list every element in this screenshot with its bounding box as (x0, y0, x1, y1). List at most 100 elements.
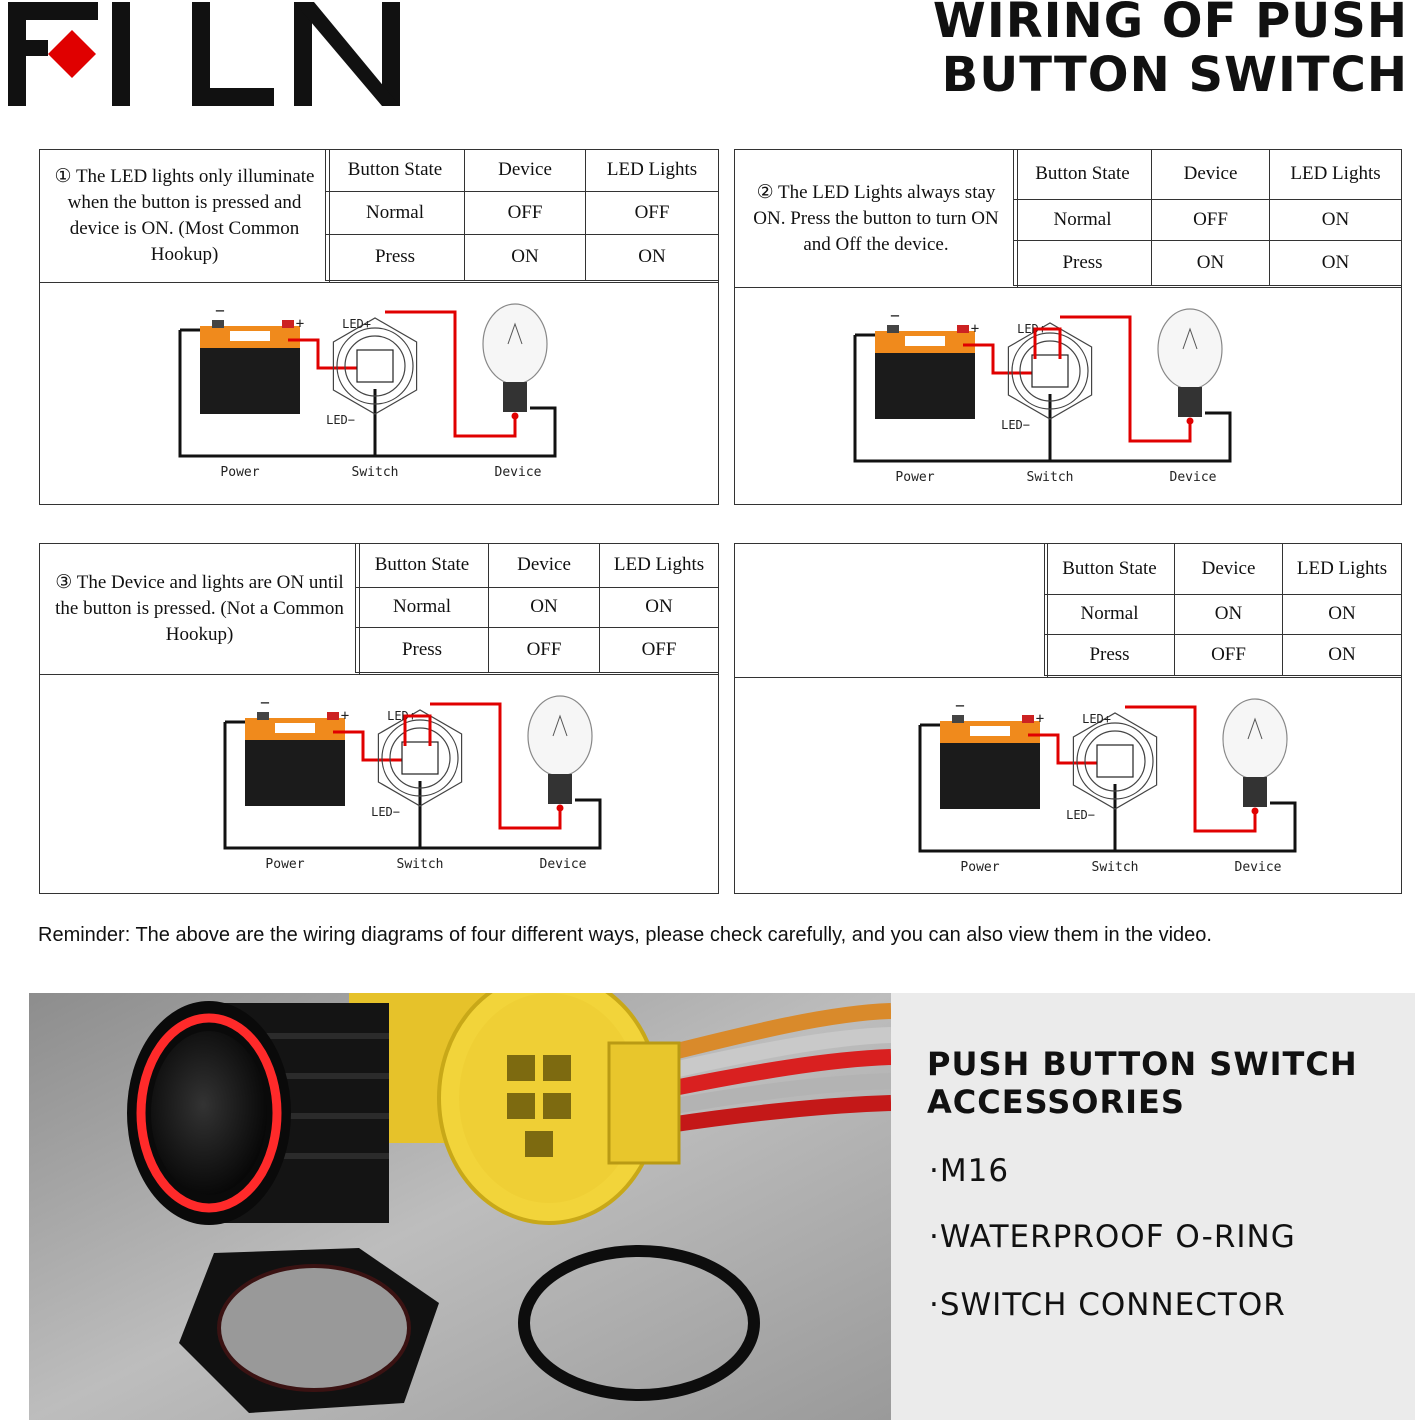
bulb-terminal (511, 412, 519, 420)
header-device: Device (464, 150, 586, 192)
header-device: Device (1174, 544, 1283, 595)
wiring-panel-1: ① The LED lights only illuminate when th… (39, 149, 719, 505)
panel-divider (735, 287, 1401, 288)
led-plus-label: LED+ (387, 709, 416, 723)
header-led-lights: LED Lights (585, 150, 718, 192)
reminder-text: Reminder: The above are the wiring diagr… (38, 924, 1212, 946)
bulb-terminal (1251, 807, 1259, 815)
normal-device-value: OFF (1151, 199, 1270, 241)
bulb-glass (1222, 698, 1288, 780)
led-plus-label: LED+ (342, 317, 371, 331)
row-normal-label: Normal (1013, 199, 1152, 241)
led-minus-label: LED− (326, 413, 355, 427)
device-wire (385, 310, 517, 438)
row-normal-label: Normal (1044, 594, 1175, 635)
bulb-glass (527, 695, 593, 777)
switch-label: Switch (397, 857, 444, 872)
switch-ring-inner (389, 727, 451, 789)
switch-label: Switch (1027, 470, 1074, 485)
hex-nut (179, 1248, 439, 1413)
bulb-filament (507, 322, 523, 345)
device-wire (1060, 315, 1192, 443)
press-led-value: OFF (599, 627, 718, 673)
battery-plus-label: + (296, 316, 304, 332)
header-led-lights: LED Lights (599, 544, 718, 588)
switch-hex (332, 317, 418, 415)
panel-divider (735, 677, 1401, 678)
switch-terminal-block (1096, 744, 1134, 778)
push-button-switch (127, 1001, 389, 1225)
bulb-filament (552, 714, 568, 737)
battery-negative-terminal (887, 325, 899, 333)
normal-device-value: ON (488, 587, 600, 628)
device-wire (1125, 705, 1257, 833)
page-title: WIRING OF PUSH BUTTON SWITCH (933, 0, 1408, 102)
power-label: Power (265, 857, 304, 872)
header-led-lights: LED Lights (1282, 544, 1401, 595)
battery-positive-terminal (1022, 715, 1034, 723)
accessory-item-connector: ·SWITCH CONNECTOR (929, 1287, 1286, 1323)
bulb-glass (482, 303, 548, 385)
device-label: Device (540, 857, 587, 872)
switch-hex (1072, 712, 1158, 810)
header-button-state: Button State (1013, 150, 1152, 200)
led-minus-label: LED− (1066, 808, 1095, 822)
panel-divider (40, 674, 718, 675)
power-wire (963, 343, 1035, 375)
battery-minus-label: − (260, 693, 270, 712)
battery-label (275, 723, 315, 733)
device-label: Device (495, 465, 542, 480)
power-wire (1028, 733, 1100, 765)
switch-terminal-block (401, 741, 439, 775)
led-minus-label: LED− (371, 805, 400, 819)
bulb-filament (1247, 717, 1263, 740)
switch-hex (1007, 322, 1093, 420)
bulb-socket (503, 382, 527, 412)
panel-divider (40, 282, 718, 283)
switch-ring-outer (336, 327, 414, 405)
accessories-panel: PUSH BUTTON SWITCH ACCESSORIES ·M16 ·WAT… (891, 993, 1415, 1420)
row-press-label: Press (355, 627, 489, 673)
battery-negative-terminal (212, 320, 224, 328)
power-label: Power (895, 470, 934, 485)
normal-device-value: OFF (464, 191, 586, 235)
panel-description: ③ The Device and lights are ON until the… (40, 544, 360, 674)
normal-led-value: OFF (585, 191, 718, 235)
device-label: Device (1235, 860, 1282, 875)
press-led-value: ON (1269, 240, 1401, 286)
normal-led-value: ON (1282, 594, 1401, 635)
header-device: Device (1151, 150, 1270, 200)
switch-terminal-block (1031, 354, 1069, 388)
battery-label (905, 336, 945, 346)
ground-wire (918, 725, 1297, 853)
switch-label: Switch (1092, 860, 1139, 875)
battery-positive-terminal (957, 325, 969, 333)
battery-minus-label: − (890, 306, 900, 325)
row-press-label: Press (325, 234, 465, 281)
power-wire (288, 338, 360, 370)
bulb-socket (1178, 387, 1202, 417)
ground-wire (223, 722, 602, 850)
led-plus-label: LED+ (1017, 322, 1046, 336)
switch-ring-inner (1019, 340, 1081, 402)
device-label: Device (1170, 470, 1217, 485)
switch-label: Switch (352, 465, 399, 480)
switch-terminal-block (356, 349, 394, 383)
press-led-value: ON (585, 234, 718, 281)
battery-positive-terminal (327, 712, 339, 720)
ground-wire (853, 335, 1232, 463)
connector-wires (667, 1003, 891, 1133)
